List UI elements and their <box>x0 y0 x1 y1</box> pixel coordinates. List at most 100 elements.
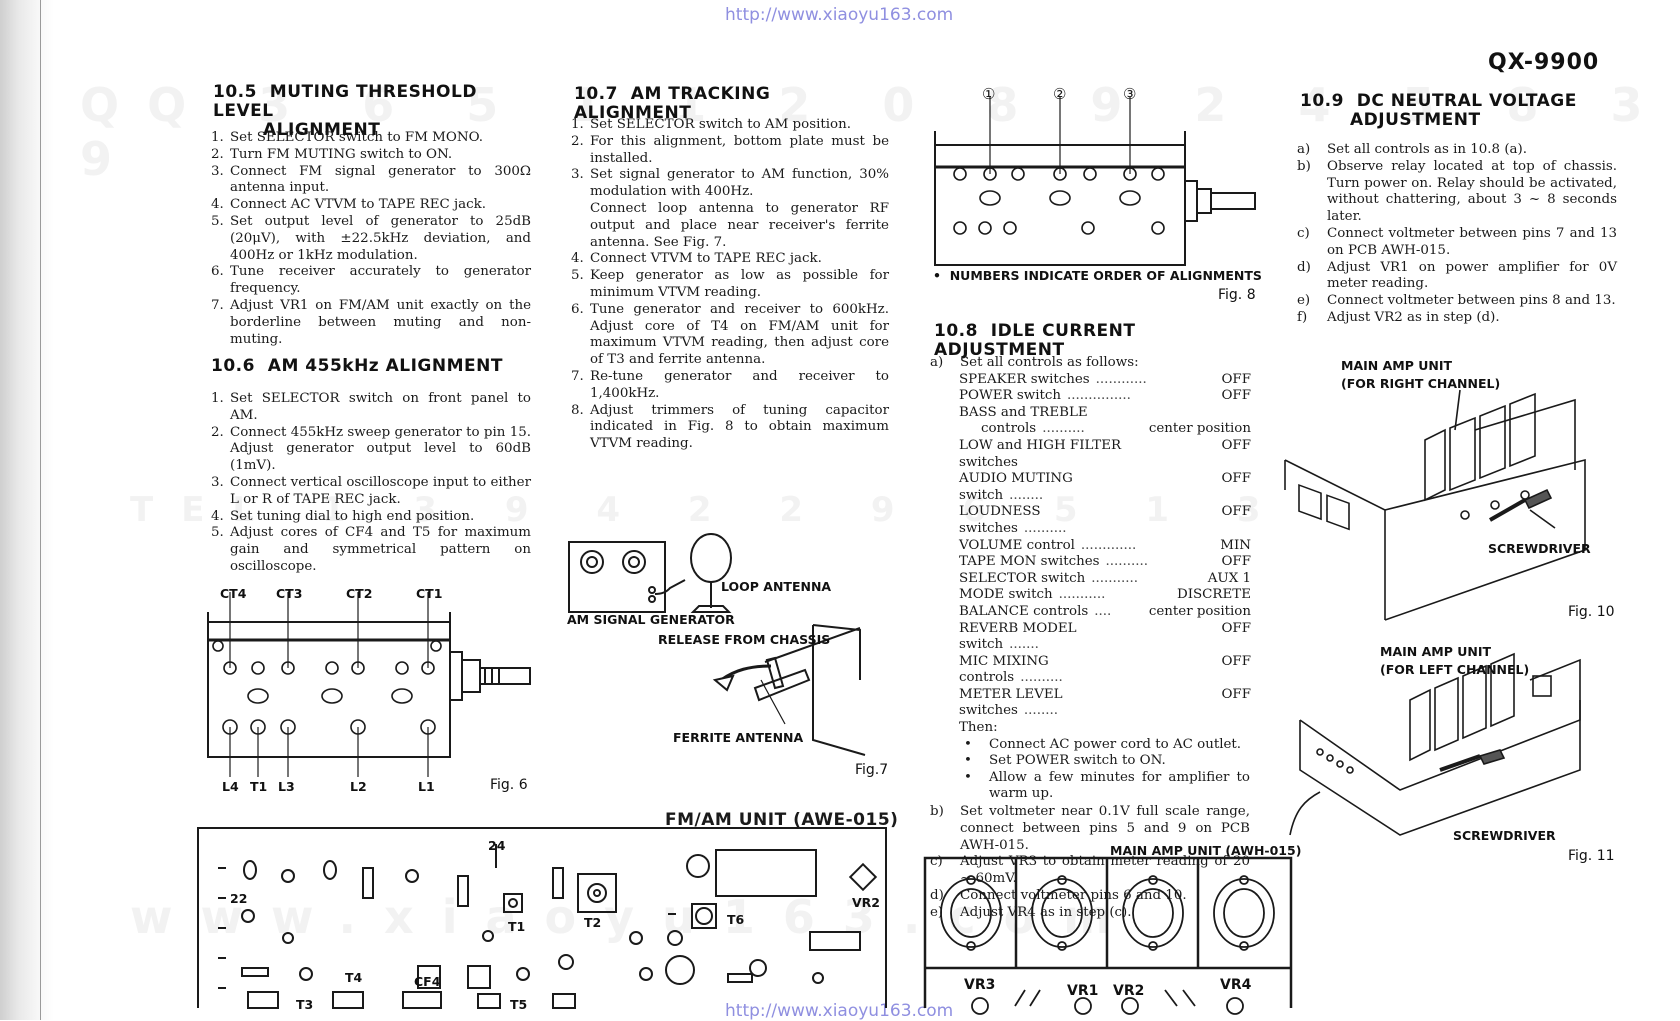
procedure-step: a)Set all controls as in 10.8 (a). <box>1297 142 1617 159</box>
step-number: a) <box>1297 142 1311 157</box>
step-number: c) <box>1297 225 1310 241</box>
heading-title: DC NEUTRAL VOLTAGE <box>1356 91 1577 111</box>
leader-dots: ........ <box>1009 487 1044 503</box>
fig6-label-l3: L3 <box>278 779 295 794</box>
fig10-label-line2: (FOR RIGHT CHANNEL) <box>1341 376 1501 391</box>
control-setting-row: TAPE MON switches..........OFF <box>959 554 1251 571</box>
step-text: Connect VTVM to TAPE REC jack. <box>590 251 822 267</box>
fig6-label-ct3: CT3 <box>276 586 303 601</box>
control-name: SELECTOR switch <box>959 570 1086 586</box>
step-text: Set SELECTOR switch to AM position. <box>590 117 851 132</box>
control-value: OFF <box>1221 371 1251 387</box>
am455-steps: 1.Set SELECTOR switch on front panel to … <box>211 391 531 576</box>
step-text: Re-tune generator and receiver to 1,400k… <box>590 368 889 401</box>
heading-10-8: 10.8 IDLE CURRENT ADJUSTMENT <box>934 322 1264 360</box>
heading-title-line2: ALIGNMENT <box>263 120 381 140</box>
fig6-diagram <box>200 582 540 792</box>
leader-dots: ............ <box>1095 371 1147 387</box>
source-url-bottom[interactable]: http://www.xiaoyu163.com <box>725 1001 954 1021</box>
main-amp-label-vr2: VR2 <box>1113 983 1145 999</box>
control-value: OFF <box>1221 686 1251 702</box>
step-number: 5. <box>211 525 224 541</box>
fmam-label-t1: T1 <box>508 919 526 934</box>
model-name: QX-9900 <box>1488 50 1600 75</box>
control-setting-row: POWER switch...............OFF <box>959 388 1251 405</box>
fig7-drawing <box>568 533 866 756</box>
control-name: BALANCE controls <box>959 603 1089 619</box>
step-number: 3. <box>211 163 224 179</box>
procedure-step: 3. Set signal generator to AM function, 3… <box>571 167 889 251</box>
step-text: Adjust cores of CF4 and T5 for maximum g… <box>230 525 531 574</box>
control-name-cell: POWER switch............... <box>959 388 1149 405</box>
control-setting-row: AUDIO MUTING switch........OFF <box>959 471 1251 504</box>
fig10-label-line1: MAIN AMP UNIT <box>1341 358 1452 373</box>
procedure-step: 2.Connect 455kHz sweep generator to pin … <box>211 425 531 475</box>
heading-title: AM TRACKING ALIGNMENT <box>574 84 771 123</box>
control-name: MODE switch <box>959 587 1053 603</box>
control-value: MIN <box>1220 537 1251 553</box>
main-amp-label-vr4: VR4 <box>1220 977 1252 993</box>
fig10-screwdriver-label: SCREWDRIVER <box>1488 541 1591 556</box>
control-setting-row: MIC MIXING controls..........OFF <box>959 654 1251 687</box>
control-name: TAPE MON switches <box>959 554 1100 570</box>
step-a: a) Set all controls as follows: <box>930 355 1250 372</box>
fig7-loop-antenna-label: LOOP ANTENNA <box>721 579 832 594</box>
step-number: 1. <box>571 117 584 132</box>
source-url-top[interactable]: http://www.xiaoyu163.com <box>725 5 954 25</box>
step-text: Connect 455kHz sweep generator to pin 15… <box>230 424 531 474</box>
step-text: Set signal generator to AM function, 30%… <box>590 167 889 200</box>
control-setting-row: BASS and TREBLE <box>959 405 1251 422</box>
step-text: Set SELECTOR switch on front panel to AM… <box>230 391 531 423</box>
step-number: 3. <box>571 167 584 183</box>
control-name-cell: LOW and HIGH FILTER switches <box>959 438 1149 471</box>
heading-10-7: 10.7 AM TRACKING ALIGNMENT <box>574 85 894 123</box>
fig11-label-line2: (FOR LEFT CHANNEL) <box>1380 662 1530 677</box>
procedure-step: 6. Tune receiver accurately to generator … <box>211 264 531 298</box>
fig8-marker-1: ① <box>982 85 996 103</box>
control-name-cell: VOLUME control............. <box>959 538 1149 555</box>
fmam-label-t2: T2 <box>584 915 602 930</box>
fig6-label-l4: L4 <box>222 779 239 794</box>
control-value: center position <box>1148 421 1251 437</box>
procedure-step: 5.Keep generator as low as possible for … <box>571 268 889 302</box>
fmam-label-vr2: VR2 <box>852 895 880 910</box>
step-text: Set voltmeter near 0.1V full scale range… <box>960 804 1250 853</box>
watermark-line-1: QQ 3 6 5 1 1 2 0 8 9 2 4 5 8 3 9 <box>80 78 1671 186</box>
control-name: METER LEVEL switches <box>959 686 1063 719</box>
control-setting-row: MODE switch...........DISCRETE <box>959 587 1251 604</box>
leader-dots: ............... <box>1067 388 1131 404</box>
heading-title: IDLE CURRENT ADJUSTMENT <box>934 321 1136 360</box>
procedure-step: b) Set voltmeter near 0.1V full scale ran… <box>930 804 1250 854</box>
control-value: OFF <box>1221 620 1251 636</box>
procedure-step: e)Adjust VR4 as in step (c). <box>930 905 1250 922</box>
fig8-marker-3: ③ <box>1123 85 1137 103</box>
step-text: Tune receiver accurately to generator fr… <box>230 264 531 297</box>
step-number: 6. <box>211 264 224 280</box>
control-name: REVERB MODEL switch <box>959 620 1077 653</box>
step-number: b) <box>930 804 944 820</box>
step-text: Adjust VR1 on FM/AM unit exactly on the … <box>230 297 531 347</box>
step-number: 4. <box>211 508 224 524</box>
procedure-step: 3.Connect vertical oscilloscope input to… <box>211 475 531 509</box>
muting-threshold-steps: 1.Set SELECTOR switch to FM MONO.2.Turn … <box>211 130 531 348</box>
control-name: LOW and HIGH FILTER switches <box>959 437 1122 470</box>
fmam-unit-title: FM/AM UNIT (AWE-015) <box>665 810 899 830</box>
step-number: 3. <box>211 474 224 490</box>
fmam-label-t4: T4 <box>345 970 363 985</box>
main-amp-label-vr3: VR3 <box>964 977 996 993</box>
control-value: AUX 1 <box>1207 570 1251 586</box>
step-number: 7. <box>571 368 584 384</box>
control-value: center position <box>1148 603 1251 619</box>
step-text: Connect voltmeter between pins 8 and 13. <box>1327 293 1616 309</box>
step-number: 2. <box>571 133 584 149</box>
control-value <box>1149 405 1251 422</box>
step-text: Adjust trimmers of tuning capacitor indi… <box>590 402 889 452</box>
step-text: Connect AC VTVM to TAPE REC jack. <box>230 197 487 213</box>
step-number: b) <box>1297 158 1311 174</box>
control-name-cell: BASS and TREBLE <box>959 405 1149 422</box>
step-text: Connect voltmeter between pins 7 and 13 … <box>1327 225 1617 258</box>
control-setting-row: VOLUME control............. MIN <box>959 538 1251 555</box>
heading-number: 10.6 <box>211 356 255 376</box>
control-name-cell: BALANCE controls.... <box>959 604 1149 621</box>
